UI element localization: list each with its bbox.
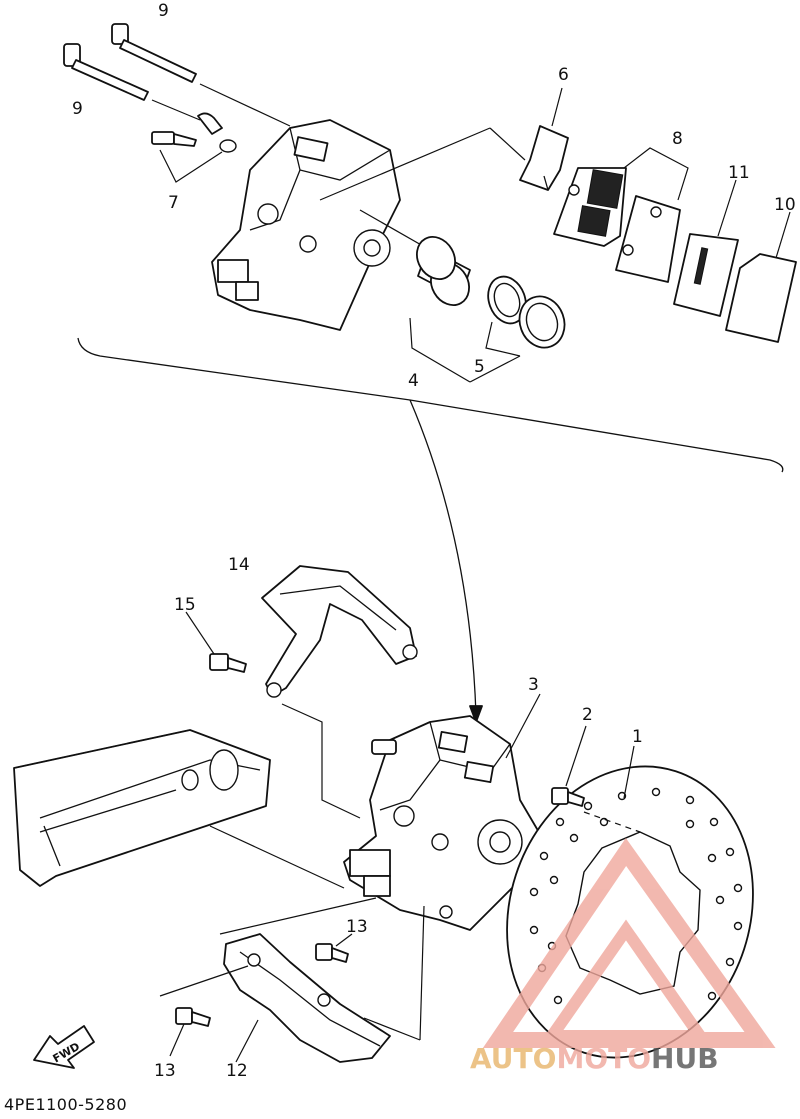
guard-bolt-upper [315,943,349,963]
callout-4: 4 [408,371,419,391]
callout-15: 15 [174,595,196,615]
torque-stopper [261,565,418,698]
callout-9-upper: 9 [158,1,169,21]
callout-2: 2 [582,705,593,725]
diagram-part-code: 4PE1100-5280 [4,1095,127,1114]
callout-7: 7 [168,193,179,213]
disc-drill-holes [529,787,743,1005]
brake-pad-rear [615,195,681,283]
lower-assembly-group [13,565,754,1063]
dust-seal [518,295,566,349]
callout-6: 6 [558,65,569,85]
swingarm [13,729,271,887]
callout-13-upper: 13 [346,917,368,937]
callout-5: 5 [474,357,485,377]
watermark-text: AUTOMOTOHUB [470,1042,719,1075]
brake-pad-front [553,167,627,247]
caliper-body-upper [211,119,401,331]
pad-shim-inner [673,233,739,317]
callout-14: 14 [228,555,250,575]
torque-stopper-bolt [209,653,247,673]
callout-9-lower: 9 [72,99,83,119]
callout-13-lower: 13 [154,1061,176,1081]
callout-8: 8 [672,129,683,149]
caliper-assembly [343,715,541,931]
callout-labels: 9 9 7 6 8 11 10 4 5 14 15 3 2 1 13 13 12 [72,1,796,1081]
guard-bolt-lower [175,1007,211,1027]
detail-link-arrowhead [469,705,483,723]
caliper-guard [223,933,391,1063]
disc-bolt [551,787,585,807]
watermark-brand-part2: MOTO [556,1042,651,1075]
pad-shim-outer [725,253,797,343]
detail-link-line [409,399,477,716]
callout-11: 11 [728,163,750,183]
callout-12: 12 [226,1061,248,1081]
callout-1: 1 [632,727,643,747]
caliper-pin-lower [63,43,149,101]
bleed-screw [151,112,237,153]
fwd-direction-arrow: FWD [33,1025,95,1069]
caliper-piston [416,236,471,306]
watermark-triangle-inner [540,919,712,1042]
piston-seal [487,275,527,325]
watermark-logo: AUTOMOTOHUB [470,838,776,1075]
watermark-brand-part3: HUB [651,1042,719,1075]
callout-10: 10 [774,195,796,215]
pad-support [519,125,569,191]
brake-disc [506,765,754,1059]
watermark-brand-part1: AUTO [470,1042,556,1075]
callout-3: 3 [528,675,539,695]
caliper-pin-upper [111,23,197,83]
upper-detail-group [63,23,797,473]
